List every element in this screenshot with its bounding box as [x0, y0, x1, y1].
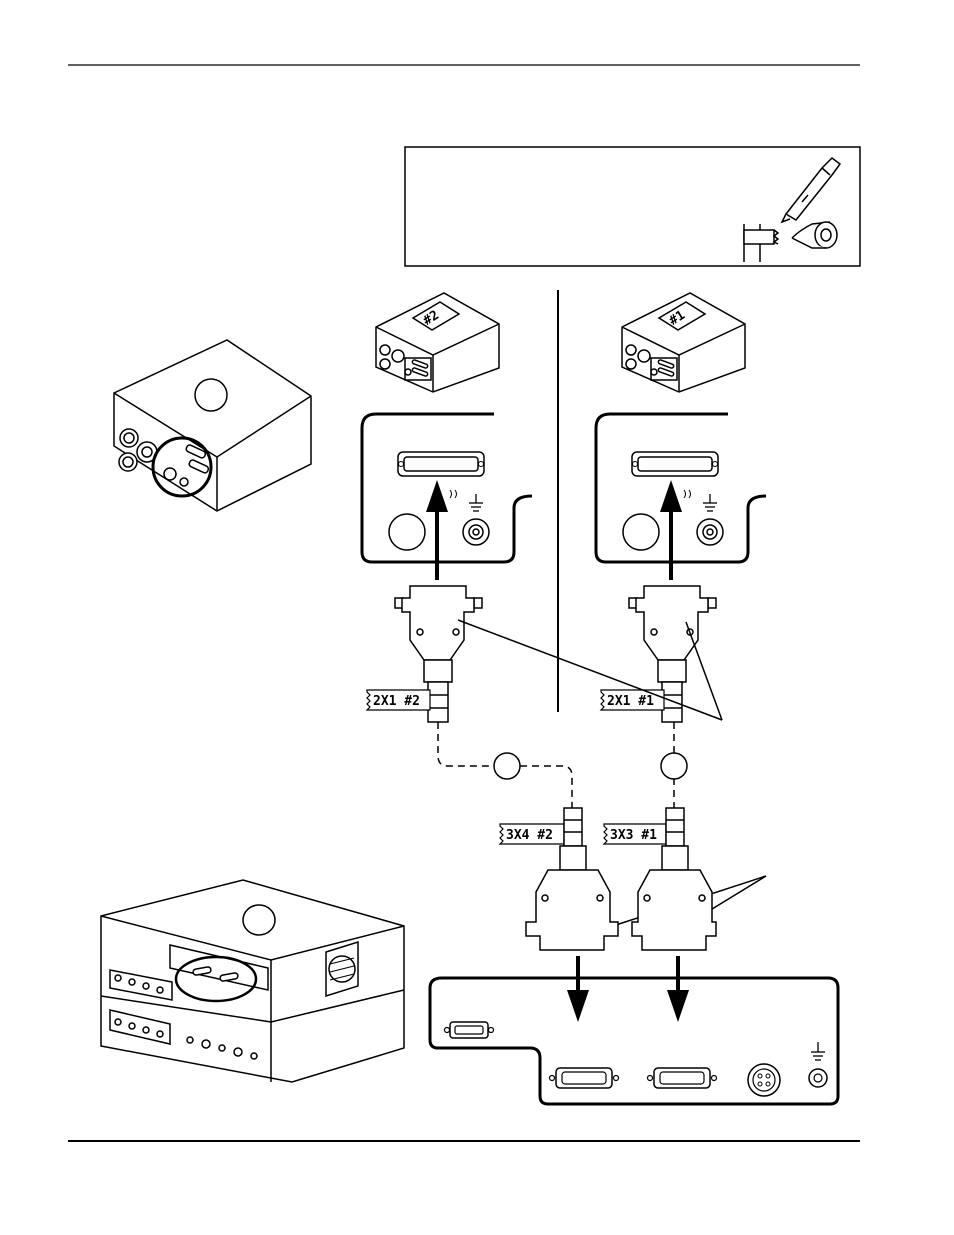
cable-tag-2x1-1: 2X1 #1: [599, 689, 665, 711]
plug-connector-left: [394, 585, 483, 723]
connector-panel-left: [360, 412, 533, 564]
arrow-up-right: [660, 480, 682, 580]
leader-lines-upper: [457, 619, 723, 721]
bottom-connector-panel: [428, 976, 840, 1106]
ground-icon: [703, 494, 717, 512]
ground-icon: [469, 494, 483, 512]
cable-tag-3x3-1: 3X3 #1: [602, 823, 667, 845]
plug-connector-lower-right: [631, 807, 717, 951]
device-box-2: [375, 292, 500, 393]
svg-text:3X4 #2: 3X4 #2: [506, 828, 553, 843]
arrow-down-left: [567, 956, 589, 1022]
equipment-box-left: [113, 339, 312, 512]
svg-text:2X1 #1: 2X1 #1: [607, 694, 654, 709]
arrow-up-left: [426, 480, 448, 580]
plug-connector-lower-left: [525, 807, 619, 951]
fan-icon: [325, 940, 359, 998]
cable-tag-3x4-2: 3X4 #2: [498, 823, 565, 845]
svg-text:3X3 #1: 3X3 #1: [610, 828, 657, 843]
note-box: [404, 146, 861, 267]
device-box-1: [621, 292, 746, 393]
main-chassis: [100, 879, 405, 1083]
callout-circle-right: [660, 752, 688, 780]
svg-text:2X1 #2: 2X1 #2: [373, 694, 420, 709]
connector-panel-right: [594, 412, 767, 564]
cable-tag-2x1-2: 2X1 #2: [365, 689, 431, 711]
callout-circle-left: [493, 752, 521, 780]
dashed-cable-route: [437, 722, 675, 808]
pen-icon: [780, 157, 842, 224]
arrow-down-right: [667, 956, 689, 1022]
ground-icon: [811, 1042, 825, 1061]
plug-connector-right: [628, 585, 717, 723]
tag-box-2: #2: [421, 308, 442, 329]
tag-box-1: #1: [667, 308, 688, 329]
tape-roll-icon: [743, 221, 838, 262]
